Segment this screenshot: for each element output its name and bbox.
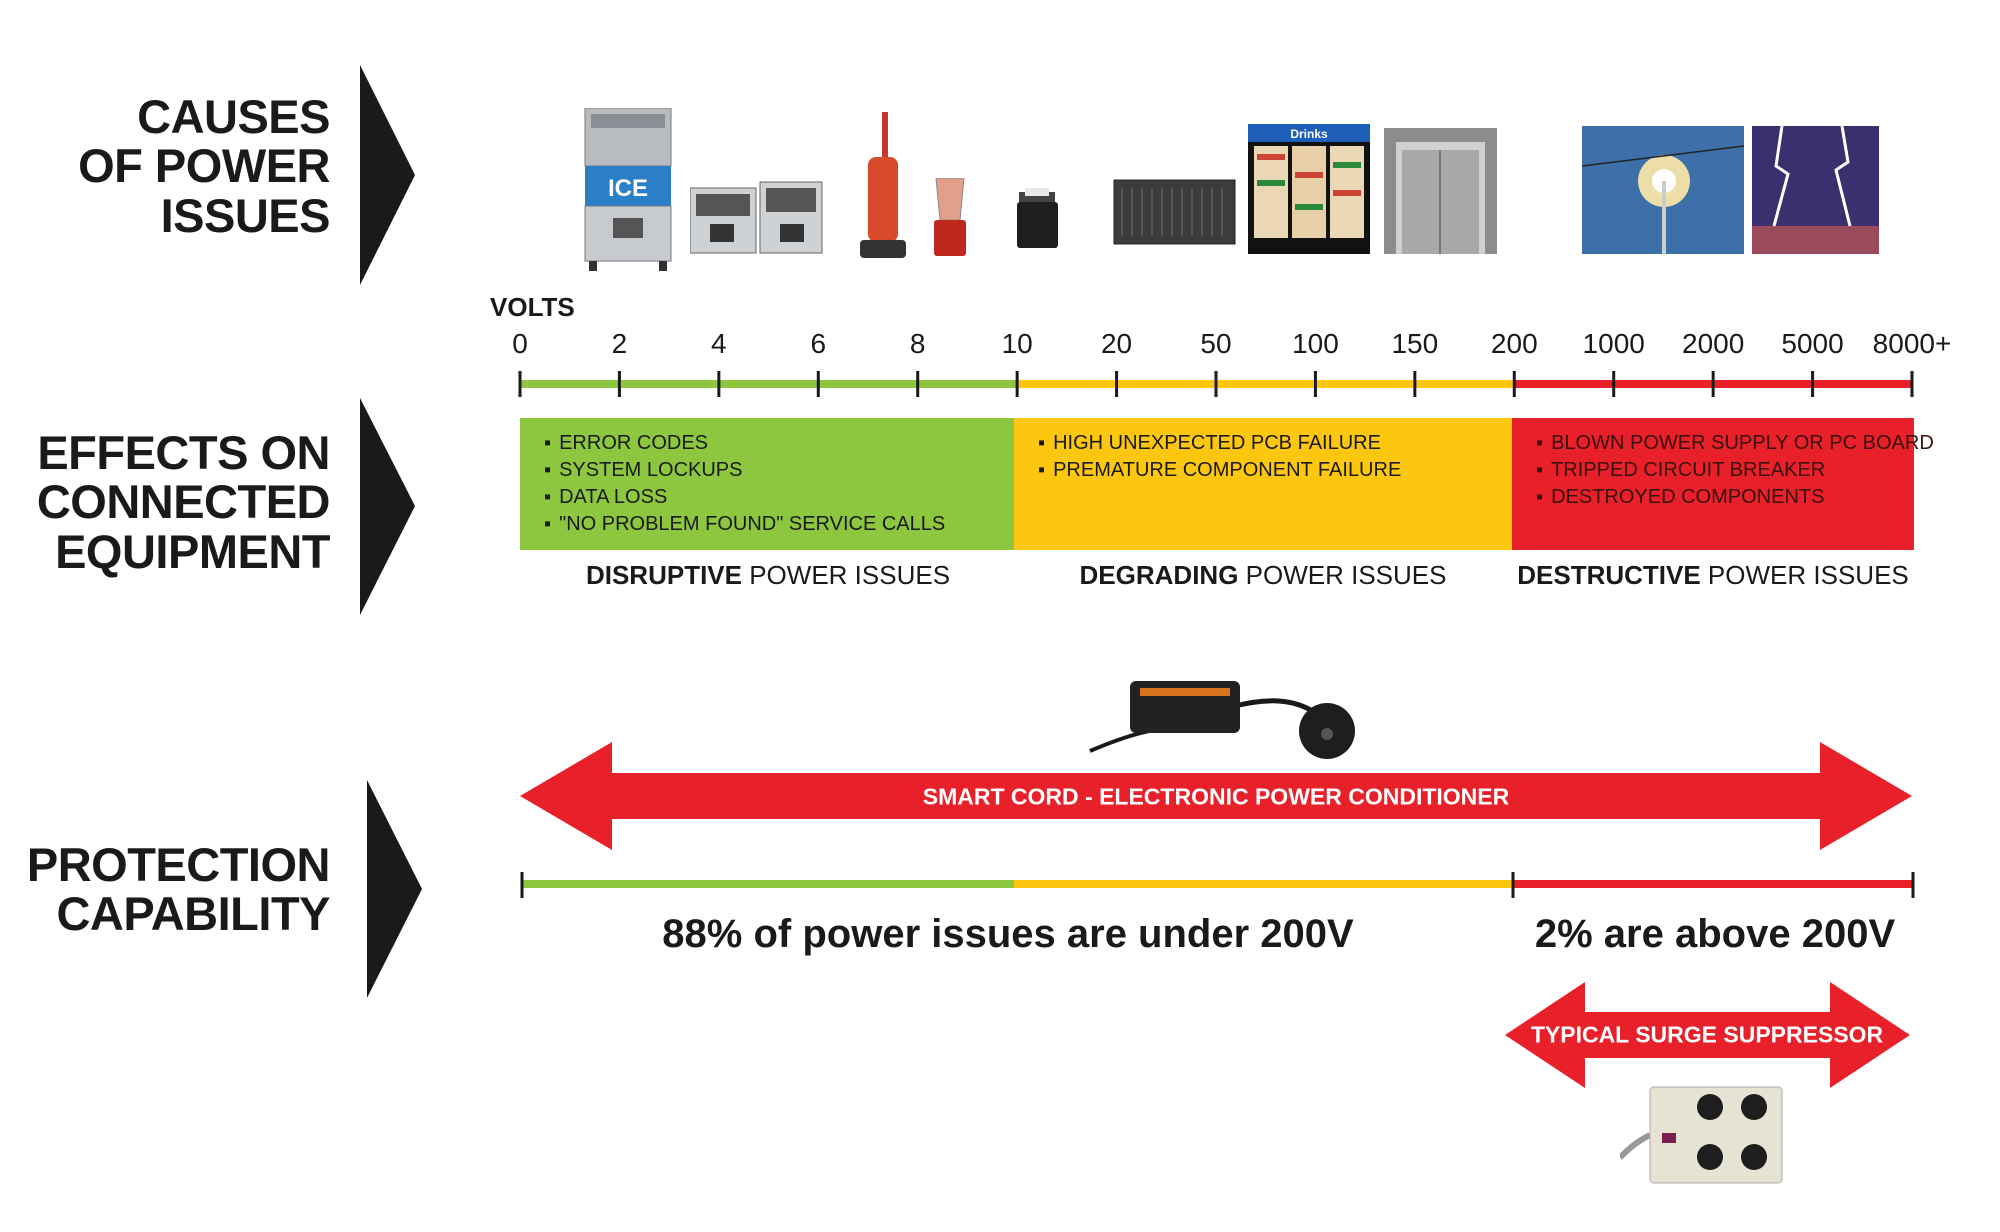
destructive-label: DESTRUCTIVE POWER ISSUES xyxy=(1517,560,1909,591)
vacuum-image xyxy=(860,112,906,258)
scale-tick-label: 5000 xyxy=(1781,328,1844,359)
destructive-label-bold: DESTRUCTIVE xyxy=(1517,560,1701,590)
disruptive-label: DISRUPTIVE POWER ISSUES xyxy=(586,560,950,591)
scale-tick-label: 6 xyxy=(810,328,827,359)
hvac-unit-image xyxy=(1113,179,1236,245)
disruptive-item: "NO PROBLEM FOUND" SERVICE CALLS xyxy=(544,511,1014,538)
scale-tick-label: 8000+ xyxy=(1872,328,1952,359)
ice-machine-image: ICE xyxy=(584,108,672,271)
destructive-box: BLOWN POWER SUPPLY OR PC BOARD TRIPPED C… xyxy=(1512,418,1934,550)
under-200v-stat: 88% of power issues are under 200V xyxy=(662,912,1354,956)
effects-label: EFFECTS ON CONNECTED EQUIPMENT xyxy=(36,426,331,578)
shredder-image xyxy=(1017,188,1058,248)
degrading-item: HIGH UNEXPECTED PCB FAILURE xyxy=(1038,430,1512,457)
smart-cord-device-image xyxy=(1089,681,1355,759)
causes-label-line: ISSUES xyxy=(160,188,331,242)
scale-tick-label: 100 xyxy=(1292,328,1339,359)
protection-label: PROTECTION CAPABILITY xyxy=(26,838,331,941)
protection-label-line: PROTECTION xyxy=(26,838,331,891)
scale-tick-label: 10 xyxy=(1001,328,1033,359)
protection-chevron-icon xyxy=(367,780,422,998)
scale-tick-label: 20 xyxy=(1100,328,1133,359)
disruptive-item: DATA LOSS xyxy=(544,484,1014,511)
ice-sign-text: ICE xyxy=(608,175,648,202)
scale-tick-label: 200 xyxy=(1490,328,1538,359)
coffee-machine-image xyxy=(690,181,823,254)
protection-range-bar xyxy=(520,872,1915,898)
degrading-label-rest: POWER ISSUES xyxy=(1238,560,1447,590)
surge-suppressor-arrow xyxy=(1505,982,1910,1088)
degrading-box: HIGH UNEXPECTED PCB FAILURE PREMATURE CO… xyxy=(1014,418,1512,550)
protection-label-line: CAPABILITY xyxy=(56,887,330,941)
causes-label-line: OF POWER xyxy=(78,139,330,193)
destructive-item: TRIPPED CIRCUIT BREAKER xyxy=(1536,457,1914,484)
causes-label-line: CAUSES xyxy=(137,90,330,143)
causes-chevron-icon xyxy=(360,65,415,285)
smart-cord-label: SMART CORD - ELECTRONIC POWER CONDITIONE… xyxy=(922,783,1510,810)
scale-tick-label: 4 xyxy=(711,328,727,359)
drinks-cooler-image: Drinks xyxy=(1248,124,1370,254)
disruptive-label-bold: DISRUPTIVE xyxy=(585,560,742,590)
drinks-sign-text: Drinks xyxy=(1290,127,1328,141)
destructive-item: BLOWN POWER SUPPLY OR PC BOARD xyxy=(1536,430,1934,457)
power-line-arc-image xyxy=(1582,126,1744,254)
scale-tick-label: 8 xyxy=(909,328,926,359)
surge-strip-image xyxy=(1620,1086,1783,1184)
destructive-label-rest: POWER ISSUES xyxy=(1700,560,1909,590)
blender-image xyxy=(934,178,966,256)
disruptive-box: ERROR CODES SYSTEM LOCKUPS DATA LOSS "NO… xyxy=(520,418,1014,550)
above-200v-stat: 2% are above 200V xyxy=(1534,912,1896,956)
effects-label-line: EFFECTS ON xyxy=(37,426,330,479)
scale-tick-label: 2 xyxy=(611,328,628,359)
causes-label: CAUSES OF POWER ISSUES xyxy=(78,92,330,240)
surge-suppressor-label: TYPICAL SURGE SUPPRESSOR xyxy=(1530,1021,1884,1048)
scale-tick-label: 150 xyxy=(1391,328,1439,359)
disruptive-item: ERROR CODES xyxy=(544,430,1014,457)
effects-chevron-icon xyxy=(360,398,415,615)
effects-label-line: CONNECTED xyxy=(36,475,331,529)
scale-tick-label: 1000 xyxy=(1582,328,1645,359)
effects-label-line: EQUIPMENT xyxy=(55,524,330,578)
disruptive-label-rest: POWER ISSUES xyxy=(741,560,951,590)
volts-scale-title: VOLTS xyxy=(490,292,575,322)
lightning-storm-image xyxy=(1752,126,1879,254)
disruptive-item: SYSTEM LOCKUPS xyxy=(544,457,1014,484)
scale-tick-label: 0 xyxy=(512,328,528,359)
scale-tick-label: 2000 xyxy=(1681,328,1745,359)
destructive-item: DESTROYED COMPONENTS xyxy=(1536,484,1914,511)
scale-tick-label: 50 xyxy=(1200,328,1232,359)
degrading-label: DEGRADING POWER ISSUES xyxy=(1080,560,1447,591)
smart-cord-arrow xyxy=(520,742,1912,850)
elevator-image xyxy=(1384,128,1497,254)
degrading-item: PREMATURE COMPONENT FAILURE xyxy=(1038,457,1512,484)
degrading-label-bold: DEGRADING xyxy=(1079,560,1239,590)
